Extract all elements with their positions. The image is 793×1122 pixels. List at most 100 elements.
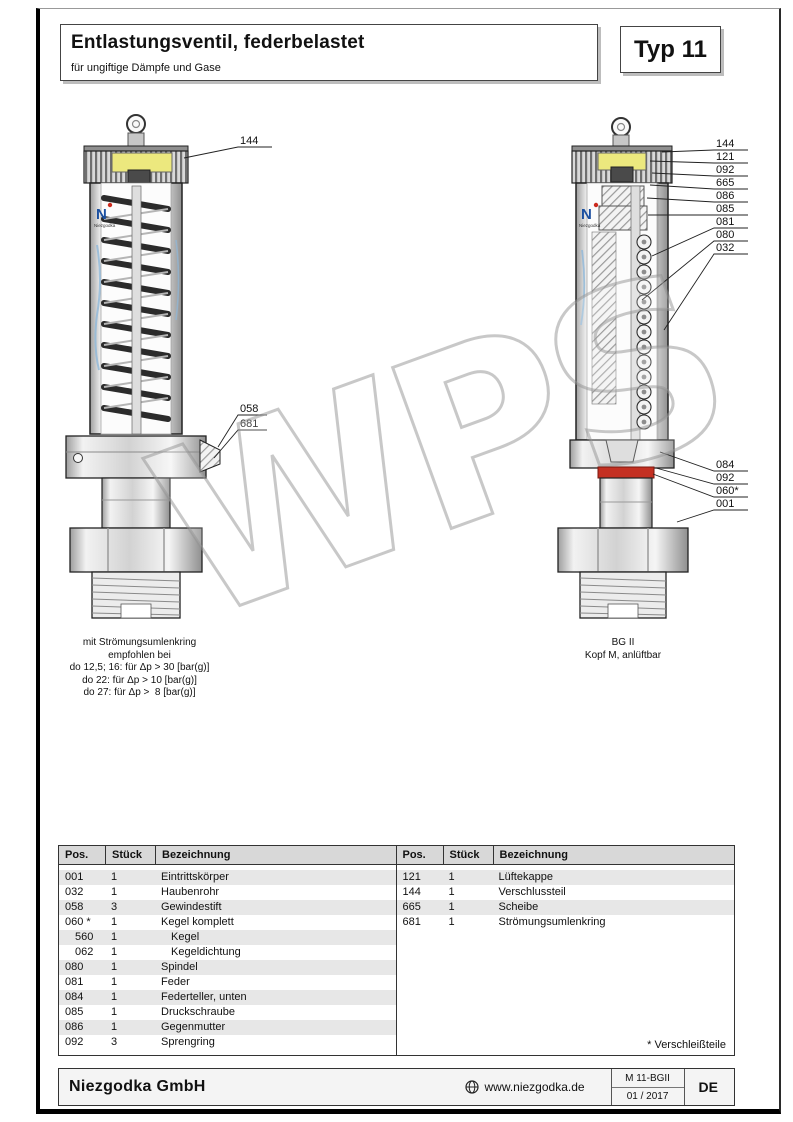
flange <box>65 435 207 479</box>
parts-cell-name: Federteller, unten <box>161 991 247 1003</box>
parts-cell-pos: 001 <box>59 865 105 885</box>
caption-line: Kopf M, anlüftbar <box>584 649 662 661</box>
logo-dot <box>107 202 113 208</box>
parts-cell-qty: 1 <box>448 901 455 913</box>
hex-body <box>69 527 203 573</box>
parts-row: 665 1 Scheibe <box>396 900 734 915</box>
parts-cell-qty: 1 <box>111 991 118 1003</box>
parts-cell-pos: 032 <box>65 886 84 898</box>
parts-cell-pos: 681 <box>402 916 421 928</box>
parts-cell-name: Gegenmutter <box>161 1021 226 1033</box>
leader-line <box>183 146 272 159</box>
cone <box>605 439 639 463</box>
parts-cell-name: Strömungsumlenkring <box>498 916 606 928</box>
reflection-line <box>94 244 101 371</box>
parts-cell-qty: 1 <box>111 886 118 898</box>
parts-row: 084 1 Federteller, unten <box>59 990 396 1005</box>
parts-cell-pos: 081 <box>65 976 84 988</box>
parts-cell-pos: 080 <box>65 961 84 973</box>
parts-cell-name: Eintrittskörper <box>155 865 396 885</box>
callout-label: 060* <box>716 485 739 497</box>
leader-line <box>649 160 748 164</box>
valve-neck <box>599 477 653 529</box>
parts-cell-qty: 1 <box>111 976 118 988</box>
parts-row: 092 3 Sprengring <box>59 1035 396 1050</box>
page-title: Entlastungsventil, federbelastet <box>71 32 365 53</box>
seal-ring-top <box>611 117 631 137</box>
callout-label: 144 <box>240 135 258 147</box>
leader-line <box>641 240 748 301</box>
type-label-box: Typ 11 <box>620 26 721 73</box>
leader-line <box>213 429 267 459</box>
globe-icon <box>465 1080 480 1094</box>
doc-number-box: M 11-BGII 01 / 2017 <box>610 1069 685 1105</box>
leader-line <box>676 509 748 523</box>
logo-name: Niezgodka <box>579 223 601 228</box>
col-header-pos: Pos. <box>396 846 443 865</box>
caption-line: BG II <box>611 637 635 648</box>
leader-line <box>217 414 267 448</box>
left-callouts: 144 058 681 <box>183 135 272 459</box>
leader-line <box>649 184 748 190</box>
language-code: DE <box>698 1079 718 1095</box>
parts-cell-qty: 1 <box>448 886 455 898</box>
parts-cell-pos: 665 <box>402 901 421 913</box>
callout-label: 086 <box>716 190 734 202</box>
parts-cell-name: Haubenrohr <box>161 886 220 898</box>
website-link[interactable]: www.niezgodka.de <box>484 1080 585 1094</box>
parts-cell-name: Gewindestift <box>161 901 222 913</box>
logo-letter: N <box>581 206 592 223</box>
valve-neck <box>101 477 171 529</box>
parts-cell-qty: 1 <box>111 931 118 943</box>
parts-cell-pos: 060 * <box>65 916 91 928</box>
logo-name: Niezgodka <box>94 223 116 228</box>
callout-label: 681 <box>240 418 258 430</box>
parts-cell-pos: 092 <box>65 1036 84 1048</box>
parts-cell-name: Sprengring <box>161 1036 215 1048</box>
left-valve-caption: mit Strömungsumlenkring empfohlen bei do… <box>42 637 237 700</box>
parts-cell-name: Scheibe <box>498 901 539 913</box>
logo-dot <box>593 202 599 208</box>
leader-line <box>651 227 748 257</box>
right-callouts: 144 121 092 665 086 085 081 080 032 084 … <box>641 138 748 523</box>
seat-seal-red <box>597 466 655 479</box>
parts-cell-name: Kegel komplett <box>161 916 234 928</box>
parts-header-row: Pos. Stück Bezeichnung <box>396 846 734 865</box>
col-header-name: Bezeichnung <box>492 846 734 865</box>
parts-cell-name: Kegeldichtung <box>171 946 241 958</box>
parts-cell-pos: 058 <box>65 901 84 913</box>
leader-line <box>655 467 748 485</box>
leader-line <box>651 172 748 177</box>
parts-cell-name: Verschlussteil <box>498 886 566 898</box>
leader-line <box>652 473 748 498</box>
callout-label: 081 <box>716 216 734 228</box>
type-label: Typ 11 <box>634 35 707 63</box>
parts-cell-name: Kegel <box>171 931 200 943</box>
callout-label: 121 <box>716 151 734 163</box>
callout-label: 032 <box>716 242 734 254</box>
leader-line <box>659 451 748 472</box>
col-header-qty: Stück <box>105 846 155 865</box>
parts-cell-pos: 084 <box>65 991 84 1003</box>
parts-cell-name: Spindel <box>161 961 198 973</box>
valve-cross-section-diagrams: N Niezgodka 144 058 681 <box>65 114 748 619</box>
valve-left: N Niezgodka <box>65 114 221 619</box>
callout-label: 092 <box>716 164 734 176</box>
parts-cell-qty: 1 <box>105 865 155 885</box>
parts-cell-qty: 1 <box>111 1006 118 1018</box>
caption-line: do 27: für Δp > 8 [bar(g)] <box>83 687 196 698</box>
wear-parts-footnote: * Verschleißteile <box>647 1039 726 1051</box>
doc-number: M 11-BGII <box>611 1070 684 1088</box>
parts-cell-qty: 3 <box>111 1036 118 1048</box>
parts-cell-qty: 1 <box>111 946 118 958</box>
col-header-qty: Stück <box>442 846 493 865</box>
